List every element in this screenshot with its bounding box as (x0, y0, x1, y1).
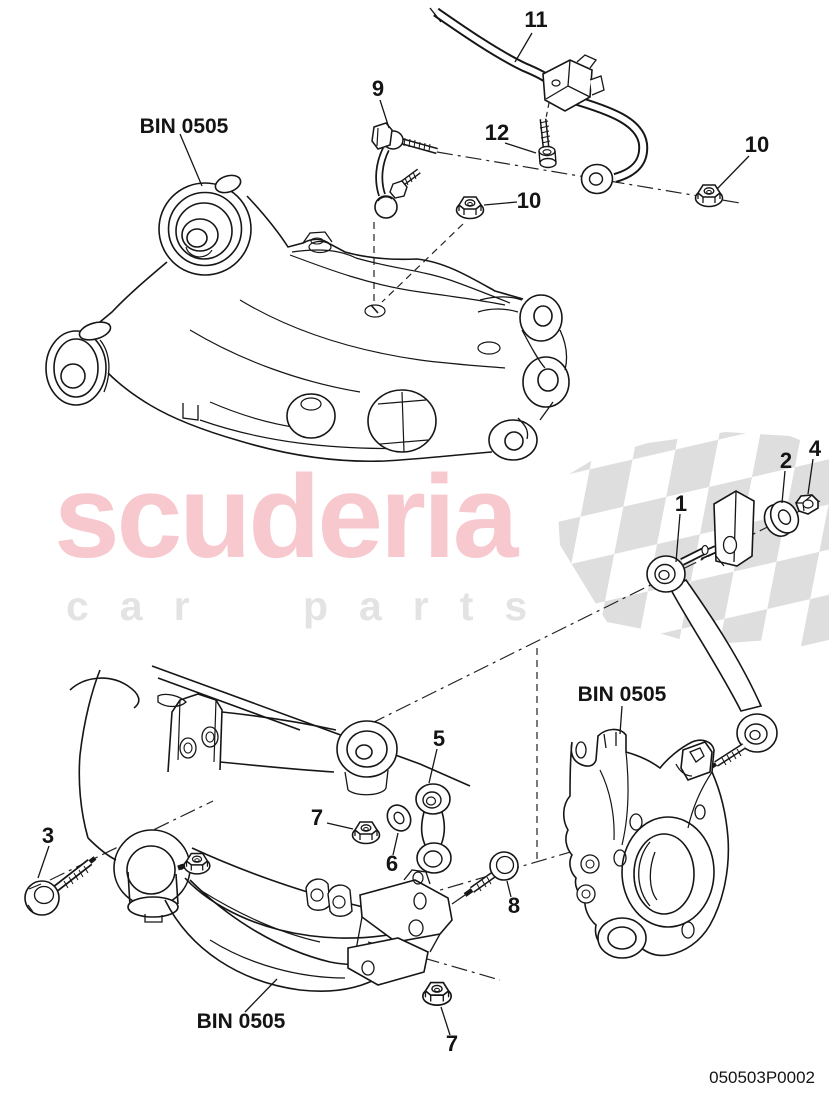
callout-7-left: 7 (310, 805, 324, 830)
callout-2: 2 (779, 448, 793, 473)
bolt-3-drawing (24, 856, 97, 916)
subframe-drawing (69, 665, 471, 992)
bin-label-lower-arm: BIN 0505 (196, 1010, 286, 1033)
stabilizer-link-drawing (371, 122, 438, 219)
checkered-flag-watermark (556, 432, 829, 652)
flange-nut-7-bottom-drawing (421, 981, 453, 1006)
flange-nut-10-left-drawing (455, 196, 485, 220)
callout-3: 3 (41, 823, 55, 848)
callout-9: 9 (371, 76, 385, 101)
callout-7-bottom: 7 (445, 1031, 459, 1056)
brand-watermark: scuderia (54, 451, 518, 583)
callout-4: 4 (808, 436, 822, 461)
callout-8: 8 (507, 893, 521, 918)
callout-6: 6 (385, 851, 399, 876)
callout-leader-lines (37, 32, 814, 1036)
callout-11: 11 (524, 7, 548, 32)
flange-nut-7-left-drawing (351, 821, 381, 845)
mounting-bracket-drawing (713, 490, 755, 567)
callout-10-right: 10 (744, 132, 770, 157)
hex-nut-4-drawing (795, 494, 819, 515)
bin-label-knuckle: BIN 0505 (577, 683, 667, 706)
toe-link-drawing (646, 544, 778, 772)
wheel-knuckle-drawing (562, 728, 730, 959)
callout-10-left: 10 (516, 188, 542, 213)
upper-control-arm-drawing (45, 174, 570, 463)
drawing-number: 050503P0002 (709, 1068, 815, 1087)
stabilizer-link-lower-drawing (415, 783, 452, 874)
callout-12: 12 (484, 120, 510, 145)
washer-2-drawing (763, 500, 800, 538)
bin-label-upper-arm: BIN 0505 (139, 115, 229, 138)
stabilizer-bar-drawing (429, 7, 649, 195)
bolt-8-drawing (451, 851, 519, 905)
callout-1: 1 (674, 491, 688, 516)
clamp-bolt-drawing (538, 118, 557, 169)
brand-tagline-watermark: car parts (66, 583, 559, 629)
callout-5: 5 (432, 726, 446, 751)
washer-6-drawing (386, 804, 412, 832)
